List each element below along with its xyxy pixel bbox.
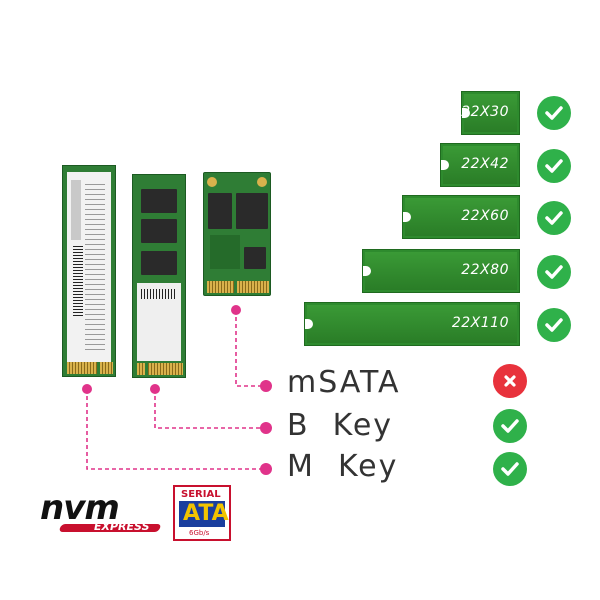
size-label: 22X80	[461, 262, 509, 278]
check-icon	[537, 149, 571, 183]
cross-icon	[493, 364, 527, 398]
size-bar-22x30: 22X30	[461, 91, 520, 135]
key-label-msata: mSATA	[287, 365, 401, 400]
size-label: 22X60	[461, 208, 509, 224]
check-icon	[537, 96, 571, 130]
m-key-ssd-card	[62, 165, 116, 377]
size-bar-22x80: 22X80	[362, 249, 520, 293]
pointer-dot	[260, 422, 272, 434]
barcode-icon	[141, 289, 177, 299]
check-icon	[537, 308, 571, 342]
barcode-icon	[73, 246, 83, 316]
key-label-b-key: B Key	[287, 408, 394, 443]
nvm-express-logo: nvm EXPRESS	[40, 488, 170, 538]
pointer-dot	[260, 463, 272, 475]
size-label: 22X30	[461, 104, 509, 120]
check-icon	[493, 452, 527, 486]
size-label: 22X110	[451, 315, 509, 331]
check-icon	[493, 409, 527, 443]
size-bar-22x60: 22X60	[402, 195, 520, 239]
pointer-dot	[260, 380, 272, 392]
b-key-ssd-card	[132, 174, 186, 378]
check-icon	[537, 255, 571, 289]
check-icon	[537, 201, 571, 235]
size-label: 22X42	[461, 156, 509, 172]
msata-ssd-card	[203, 172, 271, 296]
key-label-m-key: M Key	[287, 449, 399, 484]
size-bar-22x110: 22X110	[304, 302, 520, 346]
size-bar-22x42: 22X42	[440, 143, 520, 187]
sata-logo: SERIAL ATA 6Gb/s	[173, 485, 231, 541]
